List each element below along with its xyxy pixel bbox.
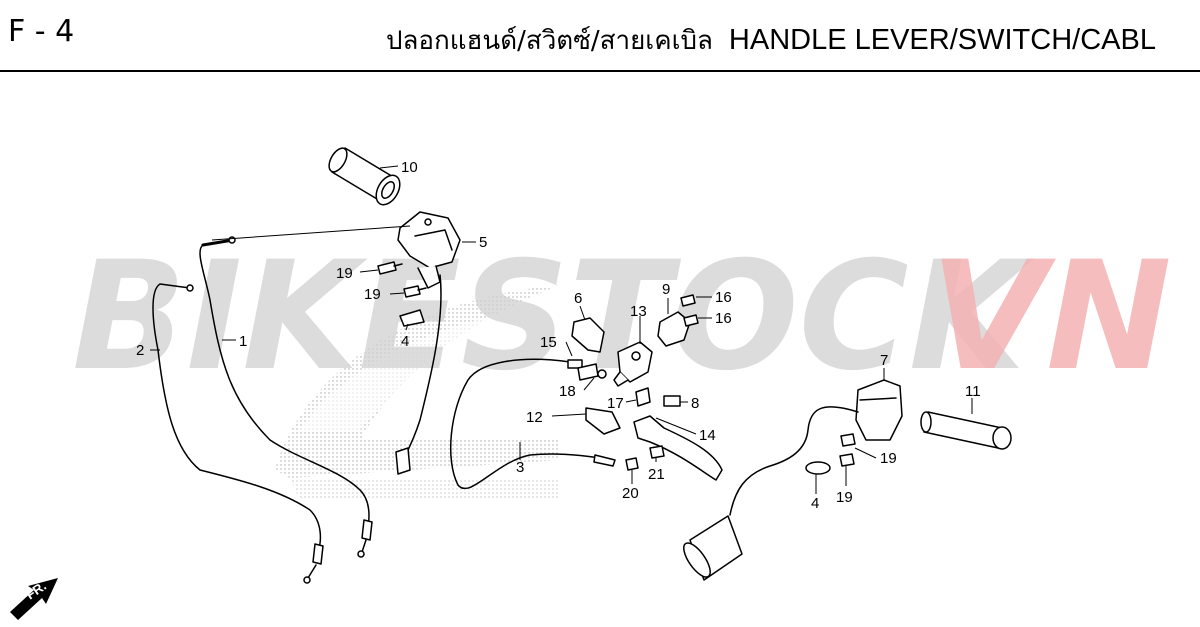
- part-bolt-16a[interactable]: [680, 294, 696, 307]
- part-bolt-15[interactable]: [567, 359, 583, 369]
- callout-11: 11: [965, 383, 981, 400]
- part-screw-19c[interactable]: [840, 433, 856, 447]
- callout-16: 16: [715, 289, 732, 306]
- watermark-text-red: VN: [930, 230, 1172, 404]
- part-switch-harness-right[interactable]: [729, 406, 859, 516]
- callout-19: 19: [364, 286, 381, 303]
- callout-8: 8: [691, 395, 699, 412]
- part-throttle-cable-2[interactable]: [152, 283, 322, 553]
- part-throttle-cable-1[interactable]: [199, 239, 370, 529]
- part-dust-cover-12[interactable]: [585, 407, 621, 435]
- callout-2: 2: [136, 342, 144, 359]
- callout-13: 13: [630, 303, 647, 320]
- part-switch-8[interactable]: [663, 395, 681, 407]
- callout-19: 19: [836, 489, 853, 506]
- page-header: F - 4 ปลอกแฮนด์/สวิตซ์/สายเคเบิล HANDLE L…: [0, 0, 1200, 72]
- callout-5: 5: [479, 234, 487, 251]
- part-connector[interactable]: [679, 515, 743, 581]
- part-clamp-4b[interactable]: [805, 461, 831, 475]
- callout-19: 19: [336, 265, 353, 282]
- part-throttle-housing[interactable]: [397, 211, 461, 289]
- callout-18: 18: [559, 383, 576, 400]
- leader-lines: [150, 165, 973, 494]
- part-clutch-cable[interactable]: [449, 358, 613, 490]
- part-screw-19a[interactable]: [377, 261, 403, 275]
- callout-16: 16: [715, 310, 732, 327]
- page-code: F - 4: [8, 14, 75, 49]
- part-screw-19b[interactable]: [403, 285, 427, 298]
- callout-9: 9: [662, 281, 670, 298]
- callout-12: 12: [526, 409, 543, 426]
- callout-15: 15: [540, 334, 557, 351]
- front-direction-arrow: FR.: [10, 578, 58, 620]
- part-clutch-holder-cover[interactable]: [571, 317, 605, 353]
- callout-3: 3: [516, 459, 524, 476]
- callout-4: 4: [811, 495, 819, 512]
- title-thai: ปลอกแฮนด์/สวิตซ์/สายเคเบิล: [386, 26, 713, 56]
- callout-21: 21: [648, 466, 665, 483]
- callout-10: 10: [401, 159, 418, 176]
- part-throttle-grip[interactable]: [325, 145, 404, 209]
- part-clamp-4a[interactable]: [399, 309, 425, 327]
- part-bolt-16b[interactable]: [683, 314, 699, 327]
- page-title: ปลอกแฮนด์/สวิตซ์/สายเคเบิล HANDLE LEVER/S…: [386, 20, 1156, 61]
- callout-labels: 10 5 19 19 4 2 1 6 15 18 13 9 16 16 17 8…: [136, 159, 981, 512]
- callout-14: 14: [699, 427, 716, 444]
- watermark-text-gray: BIKESTOCK: [72, 230, 1035, 404]
- callout-7: 7: [880, 352, 888, 369]
- callout-20: 20: [622, 485, 639, 502]
- title-english: HANDLE LEVER/SWITCH/CABL: [728, 24, 1156, 56]
- part-nut-20[interactable]: [625, 457, 639, 471]
- watermark: BIKESTOCK VN: [72, 230, 1172, 404]
- honda-wing-logo: [275, 285, 560, 500]
- part-right-grip[interactable]: [920, 411, 1012, 450]
- callout-4: 4: [401, 333, 409, 350]
- callout-17: 17: [607, 395, 624, 412]
- callout-6: 6: [574, 290, 582, 307]
- part-holder-clamp[interactable]: [657, 311, 691, 347]
- part-clutch-lever[interactable]: [633, 415, 723, 481]
- part-right-handle-switch[interactable]: [855, 379, 903, 441]
- callout-1: 1: [239, 333, 247, 350]
- part-nut-21[interactable]: [649, 445, 665, 459]
- parts-diagram: BIKESTOCK VN: [10, 145, 1172, 620]
- part-screw-19d[interactable]: [839, 453, 855, 467]
- callout-19: 19: [880, 450, 897, 467]
- part-nut-18[interactable]: [577, 363, 607, 381]
- part-pin-17[interactable]: [635, 387, 651, 407]
